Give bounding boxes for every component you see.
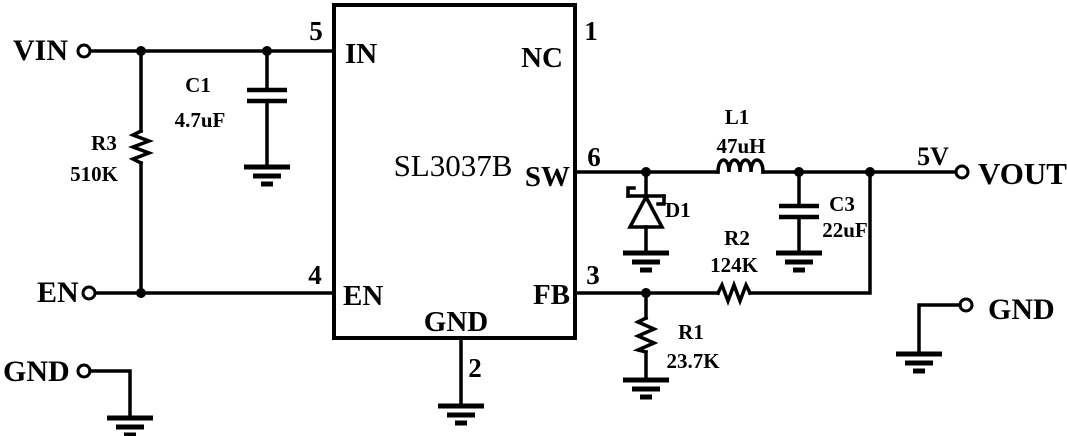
- resistor-zigzag: [128, 128, 154, 166]
- terminal-node: [81, 285, 97, 301]
- ground-symbol: [244, 167, 290, 184]
- gnd-left-label: GND: [3, 355, 70, 388]
- vout-voltage-label: 5V: [917, 142, 949, 171]
- pin-number-4: 4: [308, 260, 322, 290]
- chip-name: SL3037B: [394, 148, 513, 183]
- capacitor-c3: C3 22uF: [776, 170, 868, 270]
- l1-value: 47uH: [716, 134, 765, 158]
- diode-d1: D1: [623, 170, 691, 270]
- pin-number-1: 1: [584, 16, 598, 46]
- chip-body: [332, 3, 577, 340]
- c3-ref: C3: [829, 192, 855, 216]
- vin-label: VIN: [13, 34, 68, 67]
- terminal-node: [958, 297, 974, 313]
- terminal-node: [76, 363, 92, 379]
- net-vin-rail: [88, 46, 336, 56]
- pin-label-in: IN: [345, 38, 377, 70]
- pin-label-nc: NC: [521, 42, 563, 74]
- pin-number-2: 2: [468, 353, 482, 383]
- r3-value: 510K: [70, 162, 119, 186]
- c1-ref: C1: [185, 73, 211, 97]
- en-label: EN: [37, 276, 79, 309]
- resistor-r3: R3 510K: [70, 49, 154, 295]
- terminal-node: [954, 164, 970, 180]
- terminal-vin: VIN: [13, 34, 92, 67]
- resistor-zigzag: [715, 280, 753, 306]
- resistor-r1: R1 23.7K: [623, 291, 720, 397]
- ground-symbol: [107, 418, 153, 435]
- ground-symbol: [776, 253, 822, 270]
- resistor-zigzag: [632, 315, 659, 355]
- terminal-gnd-right: GND: [896, 293, 1055, 371]
- net-en-rail: [93, 288, 336, 298]
- capacitor-c1: C1 4.7uF: [175, 49, 290, 184]
- terminal-vout: 5V VOUT: [917, 142, 1067, 191]
- inductor-l1: L1 47uH: [716, 105, 766, 174]
- r1-value: 23.7K: [666, 349, 720, 373]
- r2-value: 124K: [710, 253, 759, 277]
- gnd-right-label: GND: [988, 293, 1055, 326]
- chip-sl3037b: SL3037B IN NC SW EN FB GND 5 1 6 4 3 2: [308, 3, 601, 423]
- chip-gnd-pin-wire: [438, 336, 484, 423]
- r3-ref: R3: [91, 131, 117, 155]
- terminal-gnd-left: GND: [3, 355, 153, 435]
- pin-number-6: 6: [587, 142, 601, 172]
- inductor-coils: [716, 158, 765, 174]
- d1-ref: D1: [665, 198, 691, 222]
- ground-symbol: [623, 380, 669, 397]
- pin-label-fb: FB: [533, 279, 570, 311]
- ground-symbol: [896, 354, 942, 371]
- l1-ref: L1: [725, 105, 750, 129]
- pin-label-gnd: GND: [424, 306, 488, 338]
- terminal-node: [76, 43, 92, 59]
- diode-triangle: [627, 193, 665, 229]
- terminal-en: EN: [37, 276, 97, 309]
- ground-symbol: [623, 253, 669, 270]
- r1-ref: R1: [678, 320, 704, 344]
- net-sw-output-rail: [573, 167, 958, 177]
- resistor-r2: R2 124K: [710, 226, 759, 306]
- pin-number-5: 5: [309, 16, 323, 46]
- ground-symbol: [438, 406, 484, 423]
- r2-ref: R2: [724, 226, 750, 250]
- pin-number-3: 3: [586, 260, 600, 290]
- c3-value: 22uF: [822, 218, 868, 242]
- c1-value: 4.7uF: [175, 108, 226, 132]
- pin-label-sw: SW: [525, 161, 570, 193]
- pin-label-en: EN: [343, 280, 383, 312]
- vout-label: VOUT: [978, 156, 1067, 191]
